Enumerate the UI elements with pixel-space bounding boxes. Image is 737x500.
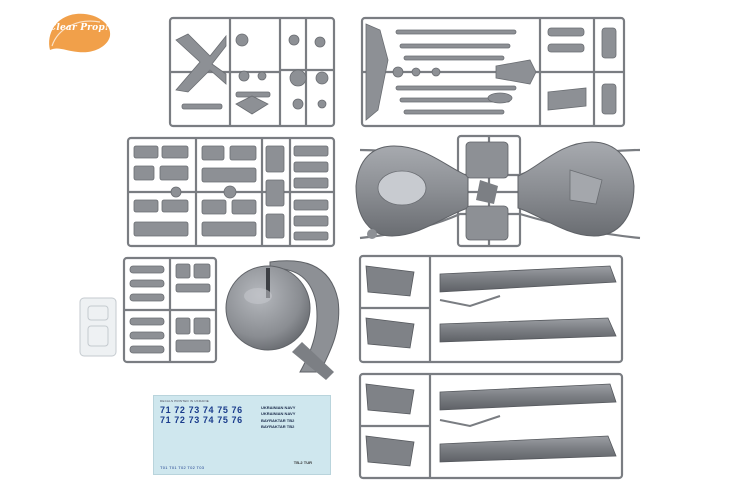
sprue-e-parts [129, 263, 211, 354]
sprue-g [358, 372, 624, 480]
sprue-a-parts [175, 33, 329, 115]
sprue-e [122, 256, 218, 364]
dome-sprue [225, 260, 340, 380]
brand-logo: Clear Prop! [42, 6, 116, 58]
decal-bayraktar-text-2: BAYRAKTAR TB2 [261, 424, 295, 429]
decal-sheet: DECALS PRINTED IN UKRAINE 71 72 73 74 75… [153, 395, 331, 475]
decal-navy-text-1: UKRAINIAN NAVY [261, 405, 296, 410]
propeller-logo-icon [49, 13, 111, 53]
decal-bottom-numbers: T01 T01 T02 T02 T03 [160, 465, 205, 470]
decal-number-row-1: 71 72 73 74 75 76 [160, 405, 243, 415]
sprue-b [360, 16, 626, 128]
wing-parts-upper [365, 265, 617, 349]
decal-stamp: TB-2 TUR [293, 460, 312, 465]
sprue-f [358, 254, 624, 364]
decal-small-print: DECALS PRINTED IN UKRAINE [160, 399, 210, 403]
sprue-b-parts [365, 23, 617, 121]
decal-navy-text-2: UKRAINIAN NAVY [261, 411, 296, 416]
logo-text: Clear Prop! [49, 23, 109, 33]
fuselage-halves [355, 141, 635, 241]
decal-bayraktar-text-1: BAYRAKTAR TB2 [261, 418, 295, 423]
clear-canopy-part [79, 297, 117, 357]
wing-parts-lower [365, 383, 617, 467]
sprue-c-parts [133, 145, 329, 241]
decal-number-row-2: 71 72 73 74 75 76 [160, 415, 243, 425]
